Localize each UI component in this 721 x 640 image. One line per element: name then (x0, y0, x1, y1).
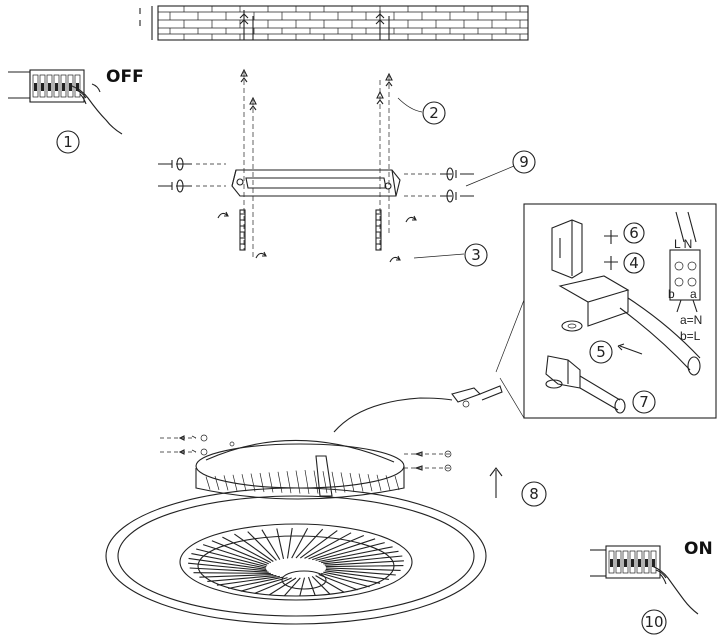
hand-icon-on (651, 565, 699, 615)
svg-text:2: 2 (429, 104, 439, 122)
screwdriver-tip-icon (604, 230, 618, 270)
legend-a-label: a=N (680, 313, 702, 327)
switch-on-panel: ON 10 (590, 539, 713, 635)
step-5-number: 5 (596, 343, 606, 361)
callout-3: 3 (413, 243, 488, 267)
ceiling-anchor-right (375, 10, 390, 40)
callout-9: 9 (465, 150, 536, 187)
step-8-number: 8 (529, 485, 539, 503)
svg-text:3: 3 (471, 246, 481, 264)
on-label: ON (684, 539, 713, 559)
ceiling-brick-wall (139, 5, 529, 41)
hand-icon (71, 85, 123, 135)
side-screw-icon (158, 157, 226, 193)
hook-anchor-icon (240, 68, 393, 111)
ceiling-fan: 8 (105, 434, 547, 625)
terminal-ln-label: L N (674, 237, 692, 251)
ceiling-anchor-left (239, 10, 254, 40)
fan-power-cable (333, 385, 503, 433)
terminal-b-label: b (668, 287, 675, 301)
arrow-icon (617, 343, 643, 355)
switch-off-panel: OFF 1 (8, 67, 144, 154)
step-7-number: 7 (639, 393, 649, 411)
step-1-number: 1 (63, 133, 73, 151)
fan-screw-arrows (160, 434, 452, 472)
terminal-a-label: a (690, 287, 697, 301)
bolt-right (375, 209, 382, 251)
side-screw-icon-right (404, 167, 474, 203)
svg-text:9: 9 (519, 153, 529, 171)
off-label: OFF (106, 67, 144, 87)
bolt-left (239, 209, 246, 251)
step-10-number: 10 (644, 613, 663, 631)
mounting-bracket (158, 68, 474, 263)
callout-2: 2 (397, 97, 446, 125)
legend-b-label: b=L (680, 329, 701, 343)
step-4-number: 4 (629, 254, 639, 272)
step-6-number: 6 (629, 224, 639, 242)
up-arrow-icon (489, 467, 503, 498)
wiring-inset: 6 4 L N b a a=N b=L 5 7 (495, 203, 717, 419)
